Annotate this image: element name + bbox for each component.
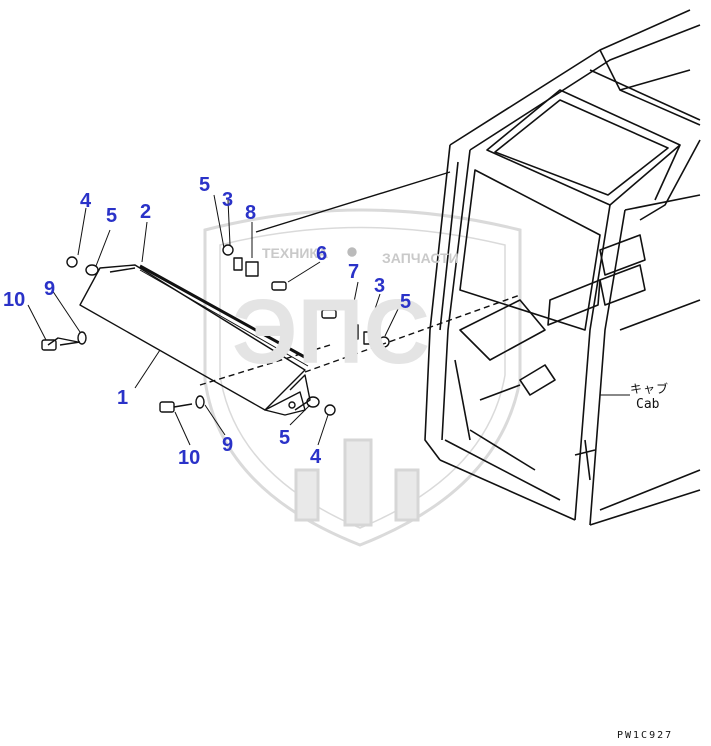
callout-9: 9 [222,434,234,456]
callout-1: 1 [117,387,129,409]
callout-8: 8 [245,202,257,224]
callout-5: 5 [106,205,118,227]
watermark-right-text: ЗАПЧАСТИ [382,250,459,266]
callout-9: 9 [44,278,56,300]
watermark-logo [203,208,522,547]
cab-frame [424,9,701,526]
callout-7: 7 [348,261,360,283]
callout-2: 2 [140,201,152,223]
watermark-left-text: ТЕХНИКА [262,245,329,261]
callout-3: 3 [374,275,386,297]
callout-10: 10 [178,447,201,469]
callout-5: 5 [199,174,211,196]
callout-5: 5 [279,427,291,449]
figure-code: PW1C927 [617,730,674,741]
callout-3: 3 [222,189,234,211]
watermark-logo-label: ЭПС [232,281,431,383]
visor-assembly [41,171,521,416]
cab-label-english: Cab [636,397,660,412]
leader-lines [27,194,401,446]
callout-10: 10 [3,289,26,311]
cab-label-japanese: キャブ [630,382,670,396]
callout-4: 4 [310,446,322,468]
callout-4: 4 [80,190,92,212]
callout-5: 5 [400,291,412,313]
callout-6: 6 [316,243,328,265]
